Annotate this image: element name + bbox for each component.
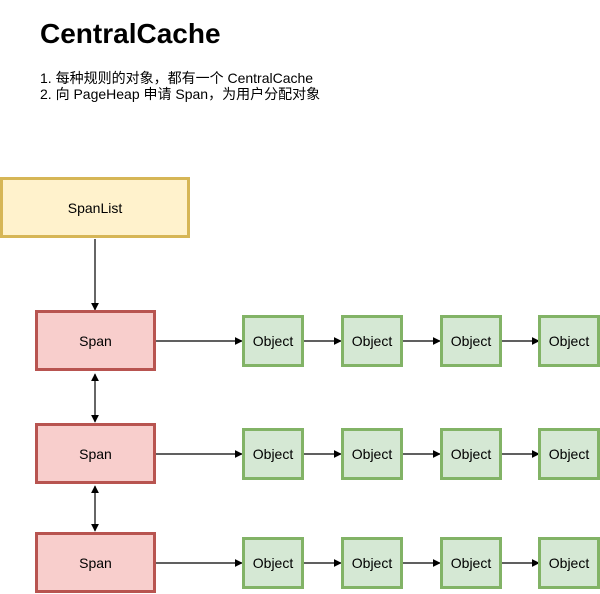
object-label: Object xyxy=(450,555,492,571)
spanlist-label: SpanList xyxy=(67,199,123,216)
note-item-1: 1. 每种规则的对象，都有一个 CentralCache xyxy=(40,70,314,86)
notes-list: 1. 每种规则的对象，都有一个 CentralCache 2. 向 PageHe… xyxy=(40,70,320,102)
object-label: Object xyxy=(450,333,492,349)
row-2-object-3: Object xyxy=(440,428,502,480)
row-3-object-1: Object xyxy=(242,537,304,589)
row-2-object-2: Object xyxy=(341,428,403,480)
span-label: Span xyxy=(79,445,112,462)
row-1-object-3: Object xyxy=(440,315,502,367)
row-3-object-3: Object xyxy=(440,537,502,589)
spanlist-box: SpanList xyxy=(0,177,190,238)
note-item-2: 2. 向 PageHeap 申请 Span，为用户分配对象 xyxy=(40,86,321,102)
object-label: Object xyxy=(351,446,393,462)
row-1-object-1: Object xyxy=(242,315,304,367)
span-label: Span xyxy=(79,554,112,571)
diagram-title: CentralCache xyxy=(40,18,221,49)
object-label: Object xyxy=(450,446,492,462)
object-label: Object xyxy=(252,446,294,462)
object-label: Object xyxy=(252,555,294,571)
row-2-object-1: Object xyxy=(242,428,304,480)
object-label: Object xyxy=(351,333,393,349)
object-label: Object xyxy=(548,446,590,462)
span-label: Span xyxy=(79,332,112,349)
span-box-1: Span xyxy=(35,310,156,371)
object-label: Object xyxy=(351,555,393,571)
object-label: Object xyxy=(548,333,590,349)
row-3-object-2: Object xyxy=(341,537,403,589)
row-3-object-4: Object xyxy=(538,537,600,589)
row-1-object-4: Object xyxy=(538,315,600,367)
object-label: Object xyxy=(548,555,590,571)
row-2-object-4: Object xyxy=(538,428,600,480)
row-1-object-2: Object xyxy=(341,315,403,367)
span-box-2: Span xyxy=(35,423,156,484)
span-box-3: Span xyxy=(35,532,156,593)
object-label: Object xyxy=(252,333,294,349)
